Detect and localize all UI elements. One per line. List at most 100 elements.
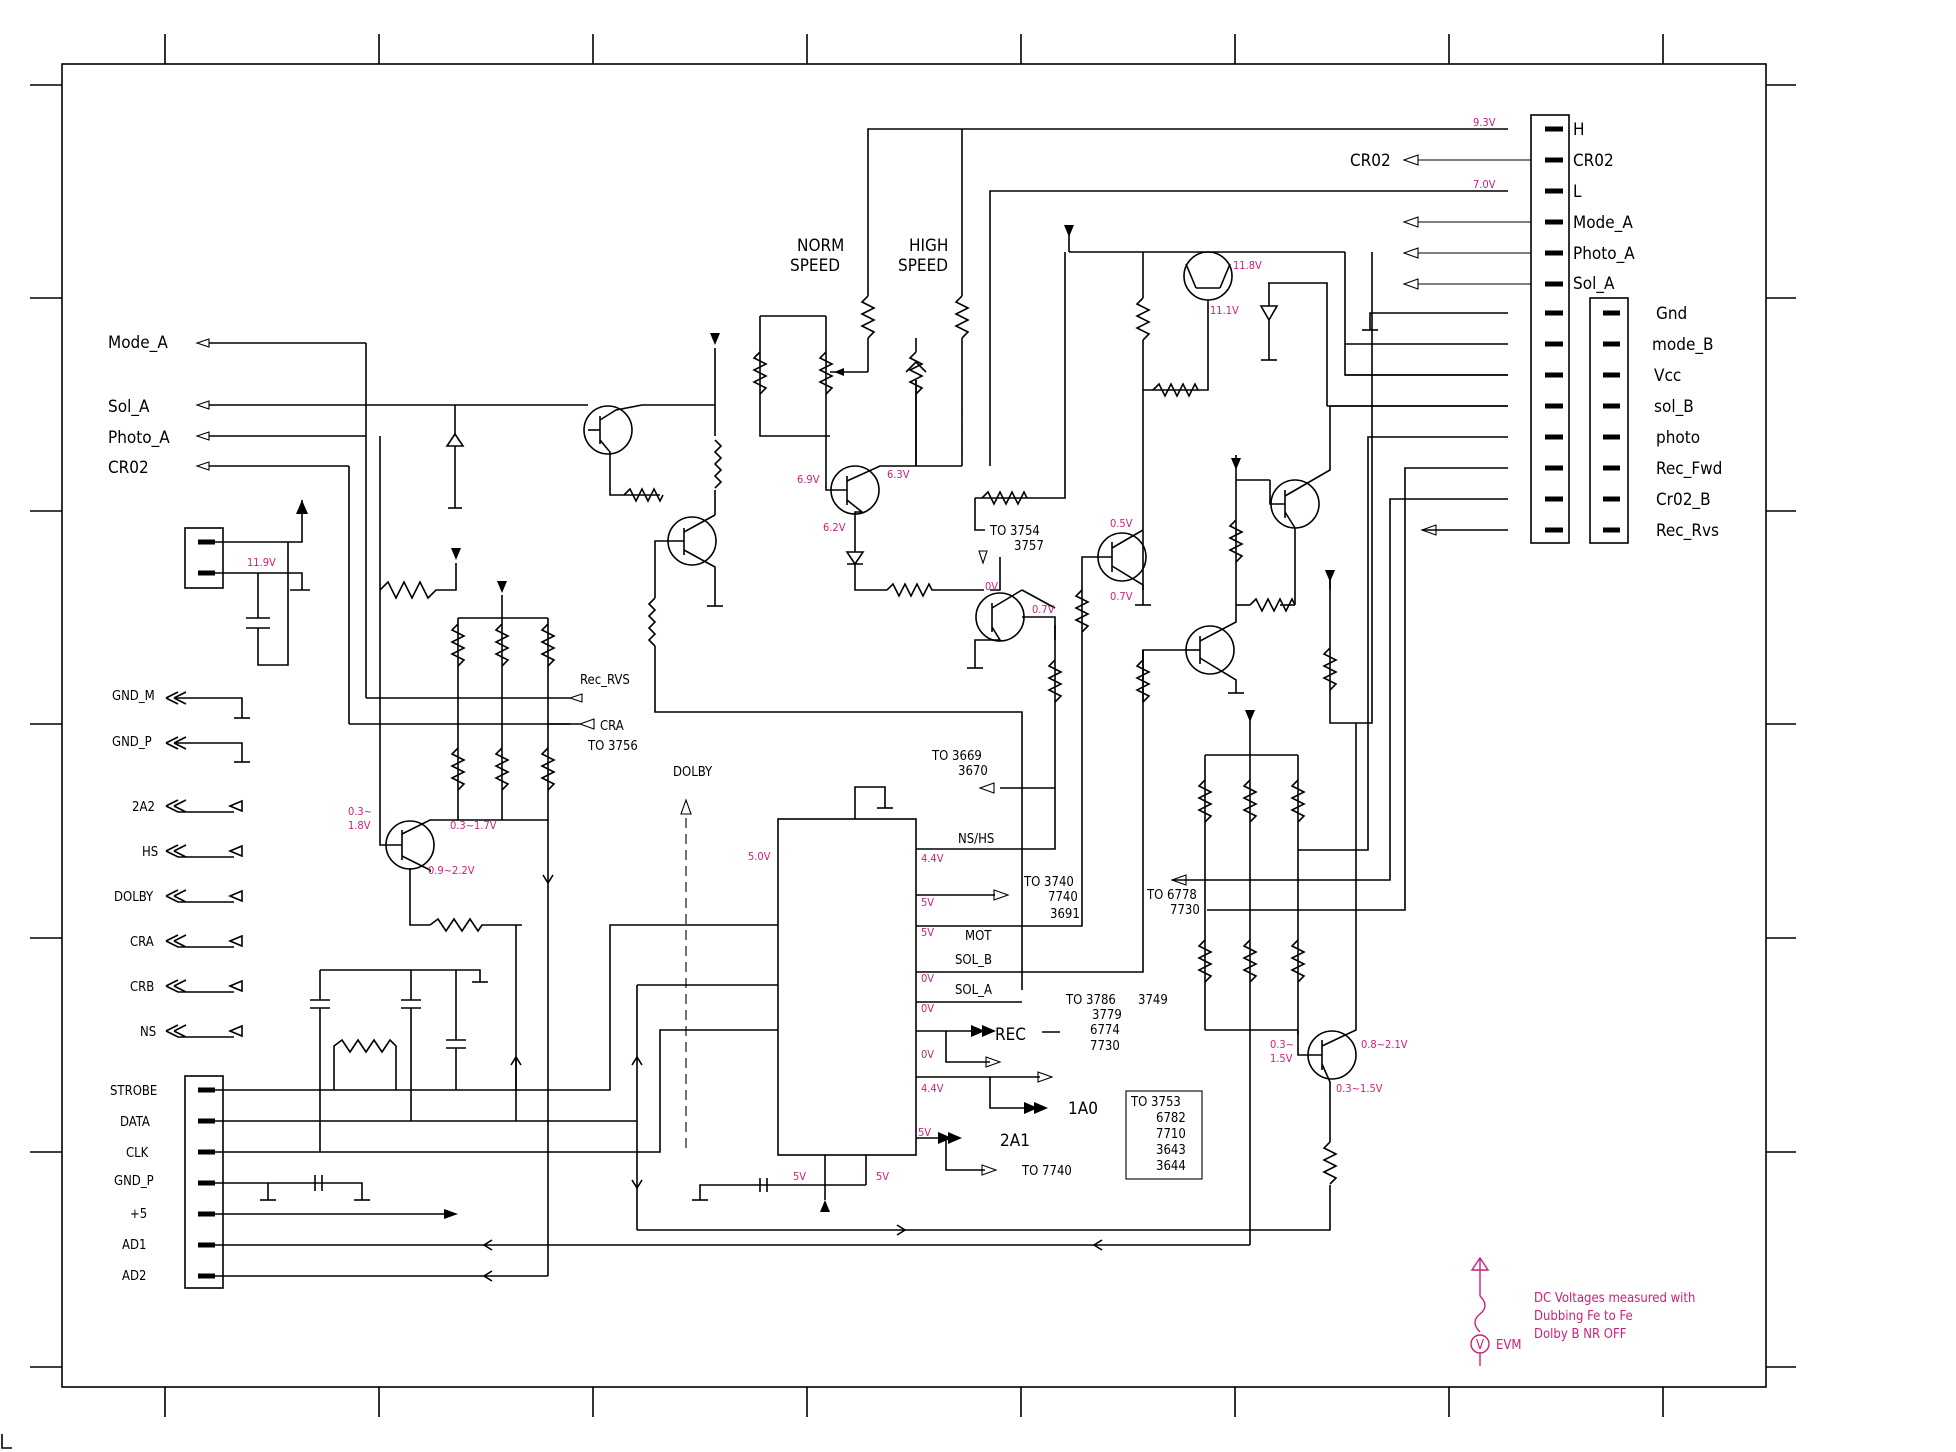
- voltage-label: 5V: [921, 896, 934, 909]
- pin-label: photo: [1656, 428, 1700, 448]
- pin-label: Gnd: [1656, 304, 1687, 324]
- 7730-label: 7730: [1090, 1039, 1120, 1054]
- voltage-label: 5V: [876, 1170, 889, 1183]
- voltage-label: 0.9~2.2V: [428, 864, 475, 877]
- voltage-label: 0V: [921, 1048, 934, 1061]
- right-input-arrows: [1402, 154, 1531, 290]
- 2a1-label: 2A1: [1000, 1131, 1030, 1151]
- box-label: TO 3753: [1130, 1095, 1181, 1110]
- 6774-label: 6774: [1090, 1023, 1120, 1038]
- voltage-label: 0.8~2.1V: [1361, 1038, 1408, 1051]
- voltage-label: 0.3~1.7V: [450, 819, 497, 832]
- box-label: 3643: [1156, 1143, 1186, 1158]
- left-gnd: GND_M GND_P: [112, 689, 250, 763]
- voltage-label: 6.3V: [887, 468, 910, 481]
- voltage-label: 5.0V: [748, 850, 771, 863]
- voltage-label: 1.5V: [1270, 1052, 1293, 1065]
- right-routing: TO 6778 7730: [1146, 252, 1508, 918]
- pin-label: +5: [130, 1207, 147, 1222]
- voltage-label: 6.2V: [823, 521, 846, 534]
- 3757-label: 3757: [1014, 539, 1044, 554]
- 3749-label: 3749: [1138, 993, 1168, 1008]
- voltage-label: 1.8V: [348, 819, 371, 832]
- sol-b-label: SOL_B: [955, 953, 992, 968]
- norm-label: NORM: [797, 236, 844, 256]
- input-label: Mode_A: [108, 333, 168, 353]
- upper-left-stage: [445, 333, 1023, 990]
- voltage-label: 4.4V: [921, 852, 944, 865]
- to-6778-label: TO 6778: [1146, 888, 1197, 903]
- legend: V EVM DC Voltages measured with Dubbing …: [1470, 1256, 1695, 1366]
- voltage-label: 0.3~1.5V: [1336, 1082, 1383, 1095]
- high-label: SPEED: [898, 256, 948, 276]
- evm-label: EVM: [1496, 1338, 1521, 1353]
- 1a0-label: 1A0: [1068, 1099, 1098, 1119]
- pin-label: Cr02_B: [1656, 490, 1711, 510]
- dolby-label: DOLBY: [673, 765, 713, 780]
- output-label: CRB: [130, 980, 154, 995]
- input-label: CR02: [108, 458, 149, 478]
- voltage-label: 0.3~: [1270, 1038, 1294, 1051]
- box-label: 6782: [1156, 1111, 1186, 1126]
- pin-label: GND_P: [114, 1174, 154, 1189]
- to-3786-label: TO 3786: [1065, 993, 1116, 1008]
- power-connector: 11.9V: [184, 500, 310, 666]
- right-connector-outer: Gnd mode_B Vcc sol_B photo Rec_Fwd Cr02_…: [1589, 297, 1722, 544]
- cr02-source-label: CR02: [1350, 151, 1391, 171]
- output-label: CRA: [130, 935, 154, 950]
- 3779-label: 3779: [1092, 1008, 1122, 1023]
- box-label: 7710: [1156, 1127, 1186, 1142]
- voltage-label: 5V: [793, 1170, 806, 1183]
- voltage-label: 7.0V: [1473, 178, 1496, 191]
- legend-line: Dolby B NR OFF: [1534, 1327, 1627, 1342]
- gnd-label: GND_P: [112, 735, 152, 750]
- voltage-label: 4.4V: [921, 1082, 944, 1095]
- to-3756-label: TO 3756: [587, 739, 638, 754]
- pin-label: Mode_A: [1573, 213, 1633, 233]
- center-ic: 5V 5V 5.0V 4.4V 5V 5V 0V 0V 0V 4.4V 5V N…: [673, 588, 1203, 1212]
- voltage-label: 5V: [918, 1126, 931, 1139]
- voltage-label: 6.9V: [797, 473, 820, 486]
- pin-label: CLK: [126, 1146, 149, 1161]
- input-label: Sol_A: [108, 397, 150, 417]
- 3670-label: 3670: [958, 764, 988, 779]
- pin-label: STROBE: [110, 1084, 157, 1099]
- bottom-left-network: [310, 969, 643, 1230]
- voltage-label: 11.8V: [1233, 259, 1262, 272]
- voltage-label: 0.7V: [1032, 603, 1055, 616]
- pin-label: Vcc: [1654, 366, 1681, 386]
- pin-label: sol_B: [1654, 397, 1694, 417]
- pin-label: H: [1573, 120, 1585, 140]
- ns-hs-label: NS/HS: [958, 832, 994, 847]
- voltage-label: 5V: [921, 926, 934, 939]
- input-label: Photo_A: [108, 428, 170, 448]
- meter-label: V: [1476, 1338, 1484, 1353]
- left-inputs: Mode_A Sol_A Photo_A CR02: [108, 333, 588, 822]
- lower-right-stage: 0.3~ 1.5V 0.8~2.1V 0.3~1.5V: [637, 710, 1408, 1251]
- gnd-label: GND_M: [112, 689, 155, 704]
- pin-label: L: [1573, 182, 1582, 202]
- mid-left-ladder: Rec_RVS CRA TO 3756: [379, 548, 638, 1276]
- pin-label: Photo_A: [1573, 244, 1635, 264]
- voltage-label: 0.3~: [348, 805, 372, 818]
- pin-label: Rec_Rvs: [1656, 521, 1719, 541]
- pin-label: mode_B: [1652, 335, 1714, 355]
- output-label: 2A2: [132, 800, 155, 815]
- pin-label: DATA: [120, 1115, 150, 1130]
- to-7740-label: TO 7740: [1021, 1164, 1072, 1179]
- box-label: 3644: [1156, 1159, 1186, 1174]
- frame: [1, 34, 1796, 1449]
- 7740-label: 7740: [1048, 890, 1078, 905]
- pin-label: AD2: [122, 1269, 146, 1284]
- cra-label: CRA: [600, 719, 624, 734]
- voltage-label: 0.5V: [1110, 517, 1133, 530]
- speed-switch: NORM SPEED HIGH SPEED 6.9V 6.3: [752, 128, 1508, 703]
- right-connector-inner: H CR02 L Mode_A Photo_A Sol_A 9.3V 7.0V …: [1350, 114, 1635, 544]
- mot-label: MOT: [965, 929, 992, 944]
- 7730-label: 7730: [1170, 903, 1200, 918]
- left-outputs: 2A2 HS DOLBY CRA CRB NS: [114, 799, 243, 1040]
- legend-line: DC Voltages measured with: [1534, 1291, 1695, 1306]
- voltage-label: 0.7V: [1110, 590, 1133, 603]
- rec-label: REC: [995, 1025, 1026, 1045]
- bottom-connector: STROBE DATA CLK GND_P +5 AD1 AD2: [110, 924, 1250, 1289]
